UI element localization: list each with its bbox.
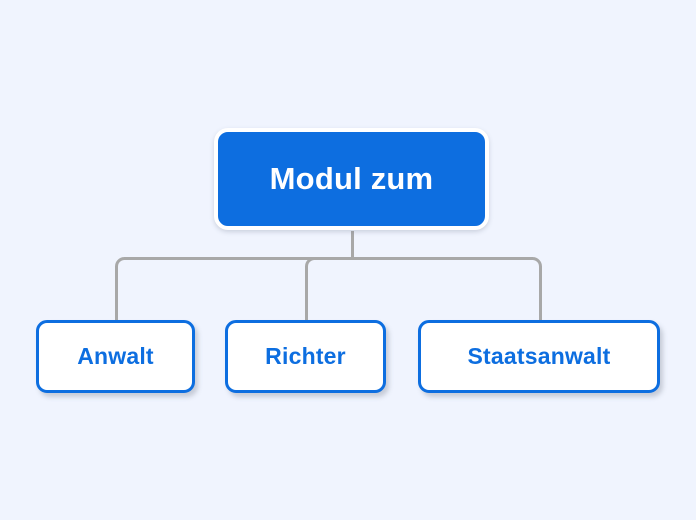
node-richter[interactable]: Richter xyxy=(225,320,386,393)
connector-to-child-2 xyxy=(532,257,543,321)
node-root[interactable]: Modul zum xyxy=(214,128,489,230)
node-anwalt-label: Anwalt xyxy=(77,342,154,369)
connector-to-child-1 xyxy=(304,257,315,321)
connector-to-child-0 xyxy=(114,257,125,321)
node-richter-label: Richter xyxy=(265,342,346,369)
node-staatsanwalt[interactable]: Staatsanwalt xyxy=(418,320,660,393)
node-staatsanwalt-label: Staatsanwalt xyxy=(467,342,611,369)
node-anwalt[interactable]: Anwalt xyxy=(36,320,195,393)
node-root-label: Modul zum xyxy=(269,160,434,196)
